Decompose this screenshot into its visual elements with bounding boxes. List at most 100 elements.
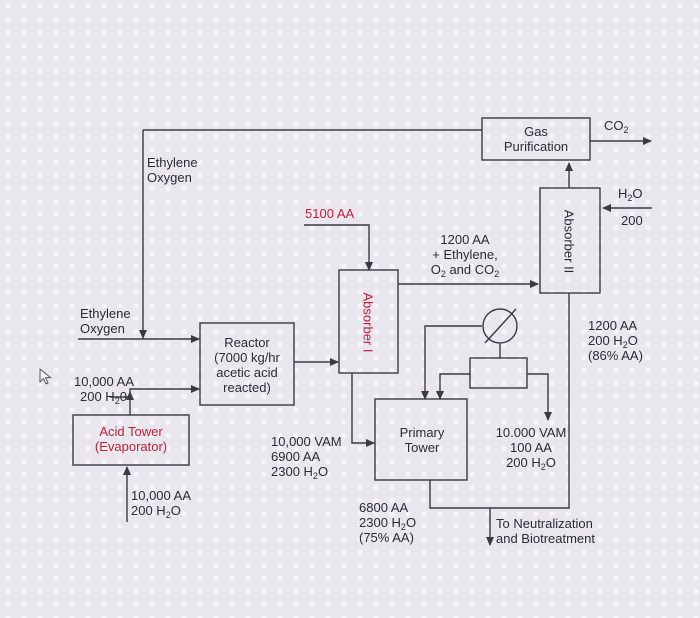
ethylene-oxygen-left-line1: Ethylene [80, 306, 131, 321]
vam-product-line3-b: O [545, 455, 556, 470]
vam-product-line3-a: 200 H [506, 455, 541, 470]
reactor-product-line3: 2300 H2O [271, 464, 342, 481]
ethylene-oxygen-top-line2: Oxygen [147, 170, 192, 185]
acid-tower-feed-line2-sub: 2 [165, 510, 171, 520]
stream-5100aa [304, 224, 373, 271]
primary-bottoms-label: 6800 AA 2300 H2O (75% AA) [359, 500, 416, 545]
aa-5100-label: 5100 AA [305, 206, 355, 221]
primary-bottoms-line2: 2300 H2O [359, 515, 417, 532]
gas-purification-line2: Purification [503, 139, 569, 154]
gas-purification-label: Gas Purification [494, 124, 578, 154]
to-neutralization-line2: and Biotreatment [496, 531, 596, 546]
ethylene-oxygen-left-line2: Oxygen [80, 321, 125, 336]
absorber-1-box [338, 269, 399, 374]
water-in-amount: 200 [621, 213, 643, 228]
acid-tower-feed-line2-a: 200 H [131, 503, 166, 518]
abs2-bottoms-line2-b: O [627, 333, 638, 348]
water-in-sub: 2 [627, 193, 633, 203]
stream-abs1-to-primary [351, 373, 375, 447]
gas-to-abs2-line3-sub1: 2 [440, 269, 446, 279]
abs2-bottoms-line3: (86% AA) [588, 348, 643, 363]
acid-tower-line2: (Evaporator) [94, 439, 168, 454]
valve-slash [484, 308, 517, 344]
co2-out-label: CO2 [604, 118, 629, 135]
reactor-label: Reactor (7000 kg/hr acetic acid reacted) [202, 335, 292, 395]
feed-left-label: 10,000 AA 200 H20 [74, 374, 134, 406]
stream-primary-bottoms [429, 480, 494, 546]
co2-sub: 2 [623, 125, 629, 135]
reactor-product-line2: 6900 AA [271, 449, 321, 464]
stream-exchanger-to-primary [436, 373, 470, 400]
acid-tower-feed-line1: 10,000 AA [131, 488, 191, 503]
gas-purification-line1: Gas [524, 124, 548, 139]
to-neutralization-label: To Neutralization and Biotreatment [496, 516, 595, 546]
acid-tower-label: Acid Tower (Evaporator) [76, 424, 186, 454]
stream-valve-to-primary [421, 325, 482, 400]
water-in-post: O [632, 186, 643, 201]
vam-product-line3: 200 H2O [490, 455, 572, 472]
water-in-pre: H [618, 186, 628, 201]
primary-bottoms-line2-sub: 2 [400, 522, 406, 532]
reactor-line1: Reactor [224, 335, 270, 350]
reactor-product-line3-sub: 2 [312, 471, 318, 481]
valve-symbol [482, 308, 518, 344]
primary-bottoms-line2-b: O [405, 515, 417, 530]
mouse-cursor-icon [39, 368, 52, 385]
abs2-bottoms-line2-a: 200 H [588, 333, 623, 348]
vam-product-line1: 10.000 VAM [495, 425, 567, 440]
gas-to-absorber2-label: 1200 AA + Ethylene, O2 and CO2 [418, 232, 512, 279]
absorber-2-label: Absorber II [561, 209, 577, 274]
gas-to-abs2-line3-sub2: 2 [494, 269, 500, 279]
ethylene-oxygen-top-line1: Ethylene [147, 155, 198, 170]
feed-left-line2-b: 0 [119, 389, 127, 404]
feed-left-line1: 10,000 AA [74, 374, 134, 389]
vam-product-label: 10.000 VAM 100 AA 200 H2O [490, 425, 572, 472]
co2-pre: CO [604, 118, 624, 133]
gas-to-abs2-line2: + Ethylene, [432, 247, 498, 262]
exchanger-box [469, 357, 528, 389]
feed-left-line2: 200 H20 [74, 389, 134, 406]
feed-left-line2-a: 200 H [80, 389, 115, 404]
acid-tower-line1: Acid Tower [99, 424, 163, 439]
absorber-1-label: Absorber I [360, 292, 376, 353]
absorber-2-box [539, 187, 601, 294]
abs2-bottoms-line2: 200 H2O [588, 333, 643, 350]
reactor-box [199, 322, 295, 406]
stream-exchanger-to-vam [527, 373, 552, 421]
reactor-line4: reacted) [223, 380, 271, 395]
gas-purification-box [481, 117, 591, 161]
primary-tower-line2: Tower [404, 440, 440, 455]
primary-bottoms-line3: (75% AA) [359, 530, 414, 545]
water-in-label: H2O [618, 186, 643, 203]
to-neutralization-line1: To Neutralization [496, 516, 593, 531]
primary-tower-box [374, 398, 468, 481]
primary-bottoms-line1: 6800 AA [359, 500, 409, 515]
ethylene-oxygen-top-label: Ethylene Oxygen [147, 155, 198, 185]
gas-to-abs2-line3: O2 and CO2 [418, 262, 512, 279]
vam-product-line2: 100 AA [510, 440, 552, 455]
vam-product-line3-sub: 2 [540, 462, 546, 472]
acid-tower-box [72, 414, 190, 466]
acid-tower-feed-label: 10,000 AA 200 H2O [131, 488, 191, 520]
gas-to-abs2-line3-a: O [430, 262, 441, 277]
abs2-bottoms-line2-sub: 2 [622, 340, 628, 350]
reactor-product-line1: 10,000 VAM [271, 434, 342, 449]
gas-to-abs2-line3-b: and CO [445, 262, 495, 277]
stream-abs2-bottoms [490, 293, 570, 509]
feed-left-line2-sub: 2 [114, 396, 120, 406]
acid-tower-feed-line2-b: O [170, 503, 181, 518]
absorber2-bottoms-label: 1200 AA 200 H2O (86% AA) [588, 318, 643, 363]
primary-bottoms-line2-a: 2300 H [359, 515, 401, 530]
acid-tower-feed-line2: 200 H2O [131, 503, 191, 520]
primary-tower-line1: Primary [399, 425, 445, 440]
reactor-product-line3-a: 2300 H [271, 464, 313, 479]
gas-to-abs2-line1: 1200 AA [440, 232, 490, 247]
reactor-line2: (7000 kg/hr [214, 350, 280, 365]
reactor-product-line3-b: O [317, 464, 329, 479]
abs2-bottoms-line1: 1200 AA [588, 318, 638, 333]
reactor-line3: acetic acid [216, 365, 278, 380]
reactor-product-label: 10,000 VAM 6900 AA 2300 H2O [271, 434, 342, 481]
primary-tower-label: Primary Tower [380, 425, 464, 455]
ethylene-oxygen-left-label: Ethylene Oxygen [80, 306, 131, 336]
